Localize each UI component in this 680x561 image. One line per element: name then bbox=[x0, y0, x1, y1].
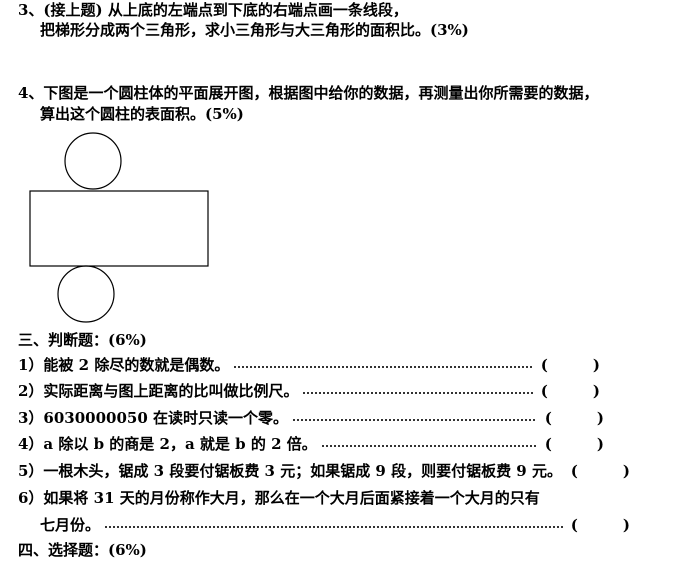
answer-parentheses[interactable]: ( ) bbox=[544, 409, 604, 427]
true-false-item-5: 5）一根木头，锯成 3 段要付锯板费 3 元；如果锯成 9 段，则要付锯板费 9… bbox=[18, 461, 630, 481]
item-6-text: 6）如果将 31 天的月份称作大月，那么在一个大月后面紧接着一个大月的只有 bbox=[18, 489, 540, 507]
problem-4-line-1: 4、下图是一个圆柱体的平面展开图，根据图中给你的数据，再测量出你所需要的数据， bbox=[18, 84, 599, 102]
dot-leader bbox=[320, 445, 537, 447]
answer-parentheses[interactable]: ( ) bbox=[540, 356, 600, 374]
dot-leader bbox=[104, 526, 563, 528]
problem-3-line-1: 3、(接上题) 从上底的左端点到下底的右端点画一条线段， bbox=[18, 1, 408, 19]
answer-parentheses[interactable]: ( ) bbox=[544, 435, 604, 453]
item-6-continuation: 七月份。 bbox=[40, 516, 101, 534]
item-2-text: 2）实际距离与图上距离的比叫做比例尺。 bbox=[18, 382, 299, 400]
section-3-heading: 三、判断题：(6%) bbox=[18, 331, 147, 349]
true-false-item-3: 3）6030000050 在读时只读一个零。 ( ) bbox=[18, 408, 604, 428]
answer-parentheses[interactable]: ( ) bbox=[570, 516, 630, 534]
dot-leader bbox=[292, 419, 537, 421]
item-1-text: 1）能被 2 除尽的数就是偶数。 bbox=[18, 356, 230, 374]
answer-parentheses[interactable]: ( ) bbox=[570, 462, 630, 480]
item-3-text: 3）6030000050 在读时只读一个零。 bbox=[18, 409, 289, 427]
section-4-heading: 四、选择题：(6%) bbox=[18, 541, 147, 559]
answer-parentheses[interactable]: ( ) bbox=[540, 382, 600, 400]
dot-leader bbox=[233, 366, 533, 368]
item-4-text: 4）a 除以 b 的商是 2，a 就是 b 的 2 倍。 bbox=[18, 435, 317, 453]
lateral-rectangle bbox=[29, 190, 209, 267]
bottom-circle bbox=[57, 265, 115, 323]
problem-3-line-2: 把梯形分成两个三角形，求小三角形与大三角形的面积比。(3%) bbox=[40, 21, 469, 39]
item-5-text: 5）一根木头，锯成 3 段要付锯板费 3 元；如果锯成 9 段，则要付锯板费 9… bbox=[18, 462, 562, 480]
problem-4-line-2: 算出这个圆柱的表面积。(5%) bbox=[40, 105, 244, 123]
true-false-item-6: 七月份。 ( ) bbox=[40, 515, 630, 535]
true-false-item-1: 1）能被 2 除尽的数就是偶数。 ( ) bbox=[18, 355, 600, 375]
dot-leader bbox=[302, 392, 533, 394]
true-false-item-4: 4）a 除以 b 的商是 2，a 就是 b 的 2 倍。 ( ) bbox=[18, 434, 604, 454]
top-circle bbox=[64, 132, 122, 190]
true-false-item-2: 2）实际距离与图上距离的比叫做比例尺。 ( ) bbox=[18, 381, 600, 401]
